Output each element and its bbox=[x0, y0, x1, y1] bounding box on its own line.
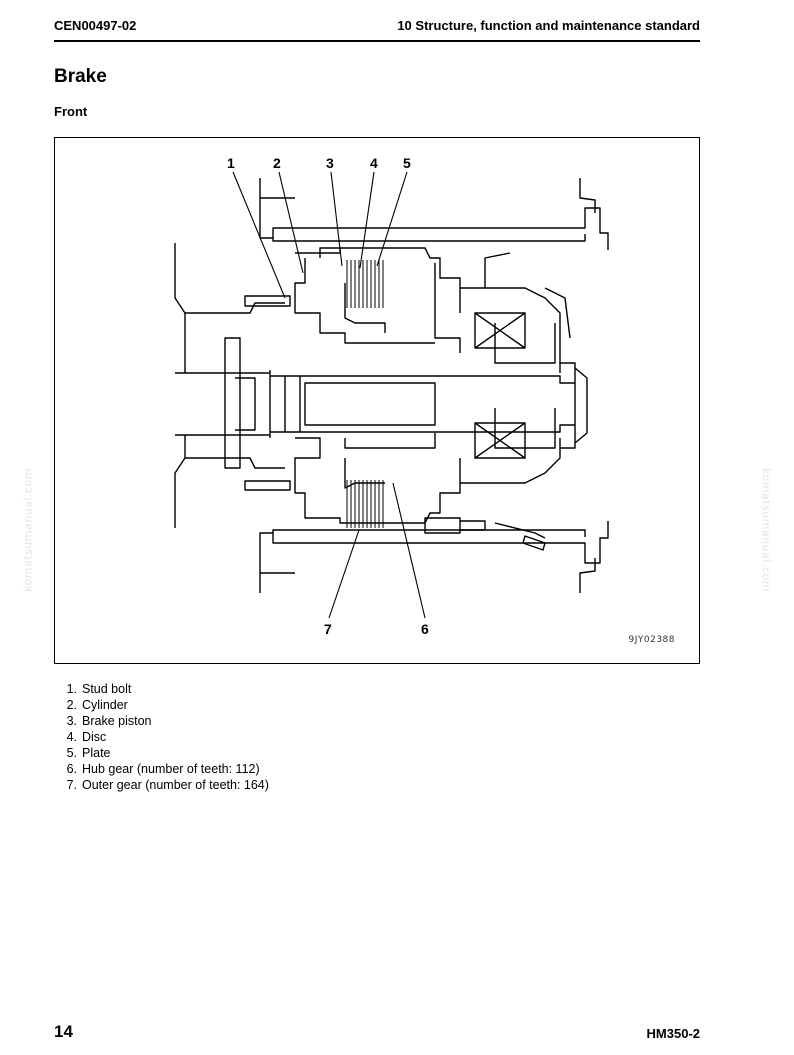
leader-7 bbox=[328, 529, 360, 619]
part-label: Cylinder bbox=[82, 698, 128, 712]
footer-page-number: 14 bbox=[54, 1022, 73, 1041]
part-label: Brake piston bbox=[82, 714, 152, 728]
callout-1: 1 bbox=[227, 155, 235, 171]
parts-list-item: 2. Cylinder bbox=[60, 697, 269, 713]
watermark-right: komatsumanual.com bbox=[759, 468, 773, 592]
callout-2: 2 bbox=[273, 155, 281, 171]
leader-6 bbox=[392, 482, 426, 619]
callout-3: 3 bbox=[326, 155, 334, 171]
callout-4: 4 bbox=[370, 155, 378, 171]
callout-6: 6 bbox=[421, 621, 429, 637]
header-rule bbox=[54, 40, 700, 42]
page-title: Brake bbox=[54, 66, 107, 87]
leader-4 bbox=[359, 171, 375, 269]
part-number: 2. bbox=[66, 698, 77, 712]
leader-5 bbox=[376, 171, 408, 267]
brake-cross-section-drawing: 1 2 3 4 5 7 6 bbox=[174, 155, 609, 637]
parts-list-item: 6. Hub gear (number of teeth: 112) bbox=[60, 761, 269, 777]
parts-list: 1. Stud bolt 2. Cylinder 3. Brake piston 4.… bbox=[60, 681, 269, 793]
part-number: 7. bbox=[66, 778, 77, 792]
parts-list-item: 3. Brake piston bbox=[60, 713, 269, 729]
leader-1 bbox=[232, 171, 286, 299]
header-doc-code: CEN00497-02 bbox=[54, 18, 137, 33]
figure-code: 9JY02388 bbox=[628, 635, 675, 645]
part-label: Disc bbox=[82, 730, 107, 744]
part-number: 6. bbox=[66, 762, 77, 776]
footer-model: HM350-2 bbox=[646, 1026, 700, 1041]
part-label: Plate bbox=[82, 746, 111, 760]
part-label: Hub gear (number of teeth: 112) bbox=[82, 762, 260, 776]
header-section-title: 10 Structure, function and maintenance s… bbox=[397, 18, 700, 33]
leader-3 bbox=[330, 171, 343, 267]
leader-2 bbox=[278, 171, 304, 274]
watermark-left: komatsumanual.com bbox=[21, 468, 35, 592]
part-number: 3. bbox=[66, 714, 77, 728]
parts-list-item: 7. Outer gear (number of teeth: 164) bbox=[60, 777, 269, 793]
callout-7: 7 bbox=[324, 621, 332, 637]
part-label: Stud bolt bbox=[82, 682, 132, 696]
callout-5: 5 bbox=[403, 155, 411, 171]
part-number: 1. bbox=[66, 682, 77, 696]
part-number: 5. bbox=[66, 746, 77, 760]
parts-list-item: 4. Disc bbox=[60, 729, 269, 745]
part-label: Outer gear (number of teeth: 164) bbox=[82, 778, 269, 792]
parts-list-item: 1. Stud bolt bbox=[60, 681, 269, 697]
page-subtitle: Front bbox=[54, 104, 88, 119]
brake-cross-section-figure: 1 2 3 4 5 7 6 9JY02388 bbox=[54, 137, 700, 664]
part-number: 4. bbox=[66, 730, 77, 744]
parts-list-item: 5. Plate bbox=[60, 745, 269, 761]
